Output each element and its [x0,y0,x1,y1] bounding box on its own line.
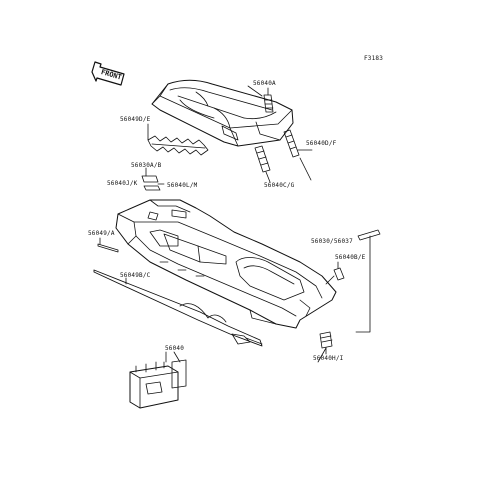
part-label-56049bc: 56049B/C [120,272,151,279]
engine-cover [151,79,294,147]
part-label-56040: 56040 [165,345,185,352]
part-label-56030-56037: 56030/56037 [311,238,353,245]
part-label-56049a: 56049/A [88,230,115,237]
decal-56040be-icon [325,261,345,285]
part-label-56040cg: 56040C/G [264,182,295,189]
part-label-56040lm: 56040L/M [167,182,198,189]
battery-label-56040-icon [171,359,187,389]
part-label-56049de: 56049D/E [120,116,151,123]
decal-56040jk-lm-icon [141,167,165,191]
diagram-code: F3183 [364,55,384,62]
part-label-56040jk: 56040J/K [107,180,138,187]
strip-56049a-icon [97,237,119,253]
part-label-56040be: 56040B/E [335,254,366,261]
part-label-56040hi: 56040H/I [313,355,344,362]
decal-56049de-icon [147,123,209,156]
front-arrow-icon: FRONT [91,61,125,86]
stripe-56049bc-icon [93,269,263,347]
plate-56030-icon [355,229,381,333]
part-label-56030ab: 56030A/B [131,162,162,169]
decal-56040hi-icon [319,331,333,355]
battery-icon [129,351,179,409]
decal-56040cg-icon [254,145,271,183]
decal-56040df-icon [283,129,313,158]
hull [115,199,337,329]
part-label-56040df: 56040D/F [306,140,337,147]
decal-56040a-icon [263,87,274,113]
part-label-56040a: 56040A [253,80,276,87]
